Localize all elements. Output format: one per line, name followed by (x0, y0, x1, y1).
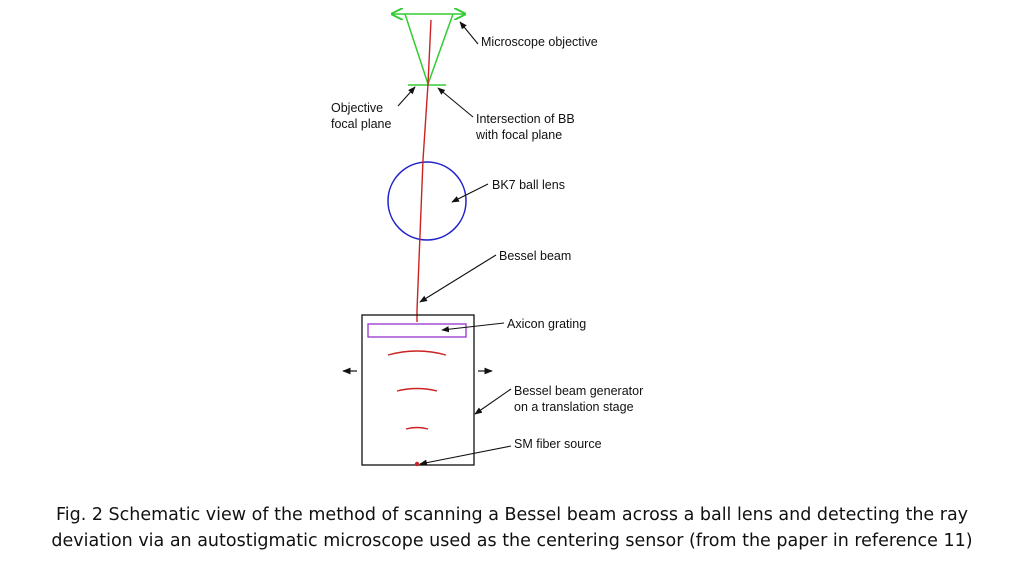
label-axicon-grating: Axicon grating (507, 317, 586, 331)
label-intersection-1: Intersection of BB (476, 112, 575, 126)
wavefront-arcs (387, 350, 447, 430)
microscope-objective-shape (392, 14, 465, 85)
label-ball-lens: BK7 ball lens (492, 178, 565, 192)
ball-lens-shape (387, 161, 467, 241)
leader-arrows (397, 21, 512, 466)
axicon-grating-shape (367, 323, 467, 338)
caption-line-1: Fig. 2 Schematic view of the method of s… (55, 505, 969, 525)
label-generator-1: Bessel beam generator (514, 384, 643, 398)
caption-line-2: deviation via an autostigmatic microscop… (51, 531, 973, 551)
fiber-source-point (414, 461, 420, 467)
label-objective-focal-plane-1: Objective (331, 101, 383, 115)
label-fiber-source: SM fiber source (514, 437, 602, 451)
bessel-beam-line (416, 19, 432, 322)
figure-caption: Fig. 2 Schematic view of the method of s… (0, 502, 1024, 554)
label-intersection-2: with focal plane (475, 128, 562, 142)
label-microscope-objective: Microscope objective (481, 35, 598, 49)
label-bessel-beam: Bessel beam (499, 249, 571, 263)
label-generator-2: on a translation stage (514, 400, 634, 414)
label-objective-focal-plane-2: focal plane (331, 117, 392, 131)
